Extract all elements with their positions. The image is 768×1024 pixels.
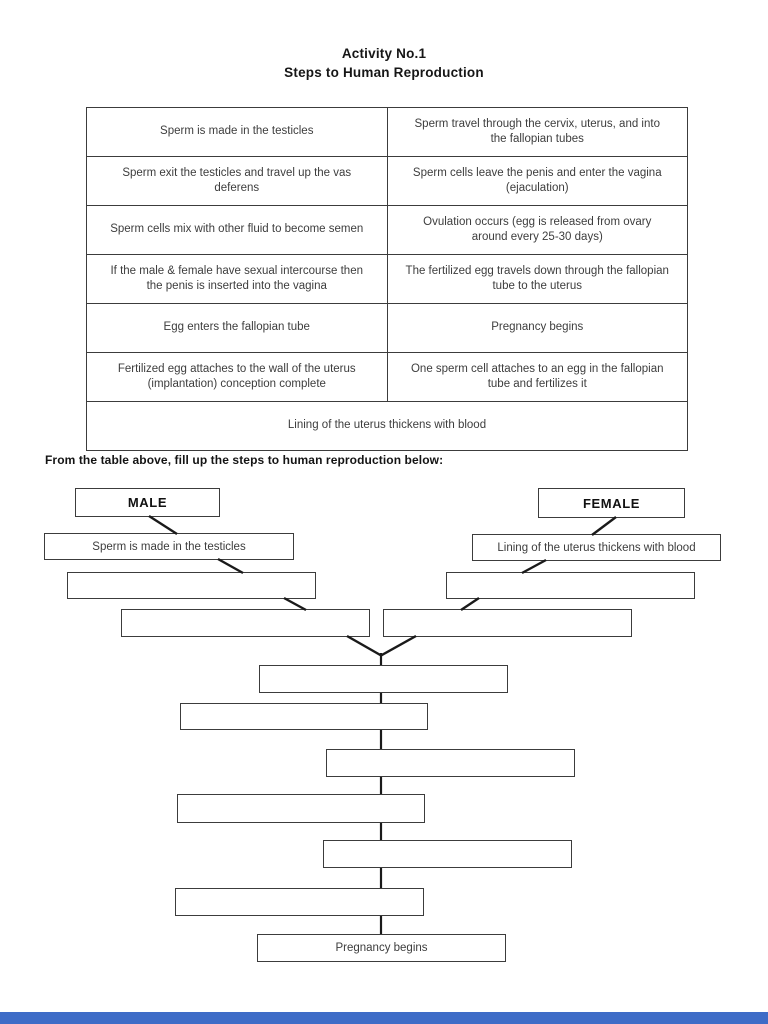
final-step-box: Pregnancy begins <box>257 934 506 962</box>
final-step-text: Pregnancy begins <box>335 942 428 954</box>
table-cell: The fertilized egg travels down through … <box>386 254 688 304</box>
instruction-text: From the table above, fill up the steps … <box>45 453 444 467</box>
steps-table: Sperm is made in the testicles Sperm tra… <box>86 107 688 451</box>
title-line-1: Activity No.1 <box>341 46 427 61</box>
male-header-box: MALE <box>75 488 220 517</box>
male-step-1-text: Sperm is made in the testicles <box>92 540 246 553</box>
male-step-2-blank-box[interactable] <box>67 572 316 599</box>
female-step-3-blank-box[interactable] <box>383 609 632 637</box>
female-step-1-box: Lining of the uterus thickens with blood <box>472 534 721 561</box>
male-step-1-box: Sperm is made in the testicles <box>44 533 294 560</box>
table-cell: Sperm is made in the testicles <box>86 107 388 157</box>
table-row: Sperm is made in the testicles Sperm tra… <box>86 107 688 157</box>
table-cell: Egg enters the fallopian tube <box>86 303 388 353</box>
male-step-3-blank-box[interactable] <box>121 609 370 637</box>
table-cell: One sperm cell attaches to an egg in the… <box>386 352 688 402</box>
table-cell: Sperm cells leave the penis and enter th… <box>386 156 688 206</box>
table-row: Lining of the uterus thickens with blood <box>86 401 688 451</box>
table-row: Fertilized egg attaches to the wall of t… <box>86 352 688 402</box>
merged-step-1-blank-box[interactable] <box>259 665 508 693</box>
table-cell: Sperm cells mix with other fluid to beco… <box>86 205 388 255</box>
table-merged-cell: Lining of the uterus thickens with blood <box>86 401 688 451</box>
female-step-1-text: Lining of the uterus thickens with blood <box>497 541 696 554</box>
table-cell: Fertilized egg attaches to the wall of t… <box>86 352 388 402</box>
table-cell: Sperm exit the testicles and travel up t… <box>86 156 388 206</box>
merged-step-2-blank-box[interactable] <box>180 703 428 730</box>
title-line-2: Steps to Human Reproduction <box>284 65 484 80</box>
female-label: FEMALE <box>582 495 641 511</box>
female-header-box: FEMALE <box>538 488 685 518</box>
male-label: MALE <box>127 495 168 510</box>
merged-step-6-blank-box[interactable] <box>175 888 424 916</box>
merged-step-4-blank-box[interactable] <box>177 794 425 823</box>
page-title: Activity No.1 Steps to Human Reproductio… <box>0 44 768 82</box>
female-step-2-blank-box[interactable] <box>446 572 695 599</box>
bottom-blue-bar <box>0 1012 768 1024</box>
merged-step-5-blank-box[interactable] <box>323 840 572 868</box>
table-cell: Ovulation occurs (egg is released from o… <box>386 205 688 255</box>
merged-step-3-blank-box[interactable] <box>326 749 575 777</box>
table-row: Sperm cells mix with other fluid to beco… <box>86 205 688 255</box>
table-row: Sperm exit the testicles and travel up t… <box>86 156 688 206</box>
